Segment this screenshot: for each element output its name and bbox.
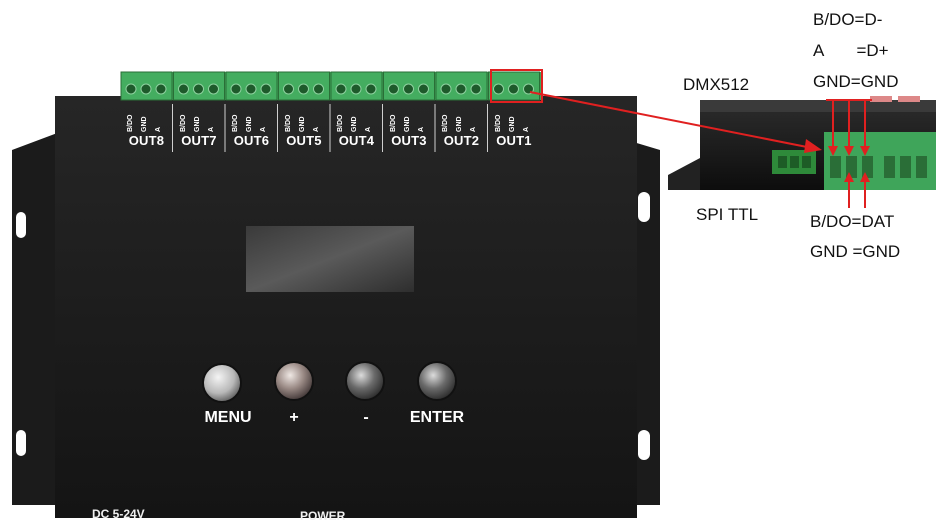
output-label-out4: OUT4 xyxy=(338,133,375,148)
terminal-screw xyxy=(508,83,519,95)
out1-highlight-box xyxy=(490,69,543,103)
terminal-screw xyxy=(283,83,294,95)
pin-label: GND xyxy=(193,116,201,132)
terminal-strip xyxy=(120,71,541,152)
dmx-pin-line-1: B/DO=D- xyxy=(813,10,883,29)
terminal-screw xyxy=(388,83,399,95)
terminal-screw xyxy=(140,83,152,95)
pin-label: GND xyxy=(456,116,463,132)
pin-label: A xyxy=(470,126,477,132)
pin-label: B/DO xyxy=(232,114,239,133)
enter-button-cap xyxy=(417,361,457,401)
enter-button-label: ENTER xyxy=(409,409,465,426)
pin-label: A xyxy=(207,126,215,132)
terminal-screw xyxy=(260,83,272,95)
terminal-screw xyxy=(335,83,347,95)
terminal-screw xyxy=(298,83,309,95)
device-case xyxy=(55,96,637,518)
terminal-screw xyxy=(208,83,219,95)
pin-labels: B/DO GND A xyxy=(489,108,540,133)
terminal-screw xyxy=(178,83,189,95)
pin-label: A xyxy=(417,126,425,132)
minus-button-cap xyxy=(345,361,385,401)
lcd-window xyxy=(246,226,414,292)
terminal-screw xyxy=(230,83,242,95)
pin-label: B/DO xyxy=(337,114,344,133)
pin-labels: B/DO GND A xyxy=(226,108,277,133)
dmx-pin-line-3: GND=GND xyxy=(813,72,899,91)
terminal-screw xyxy=(313,83,324,95)
pin-labels: B/DO GND A xyxy=(279,108,330,133)
terminal-screw xyxy=(245,83,257,95)
output-label-out1: OUT1 xyxy=(496,133,532,148)
output-label-out7: OUT7 xyxy=(181,133,217,148)
pin-label: A xyxy=(312,126,320,132)
plus-button-cap xyxy=(274,361,314,401)
pin-labels: B/DO GND A xyxy=(436,108,487,133)
terminal-screw xyxy=(470,83,482,95)
terminal-screw xyxy=(493,83,504,95)
pin-label: GND xyxy=(508,116,516,132)
pin-labels: B/DO GND A xyxy=(384,108,435,133)
minus-button-label: - xyxy=(363,409,369,426)
pin-label: GND xyxy=(403,116,411,132)
menu-button-label: MENU xyxy=(204,409,252,426)
pin-labels: B/DO GND A xyxy=(121,108,172,133)
pin-label: GND xyxy=(298,116,306,132)
pin-label: A xyxy=(155,126,162,132)
pin-labels: B/DO GND A xyxy=(331,108,382,133)
pin-label: A xyxy=(522,126,530,132)
spi-ttl-title: SPI TTL xyxy=(696,205,759,224)
red-arrows xyxy=(529,91,872,208)
terminal-screw xyxy=(155,83,167,95)
spi-pin-line-1: B/DO=DAT xyxy=(810,212,895,231)
pin-label: B/DO xyxy=(284,114,292,133)
pin-label: A xyxy=(260,126,267,132)
pin-label: GND xyxy=(141,116,148,132)
plus-button-label: + xyxy=(289,409,299,426)
pin-label: B/DO xyxy=(442,114,449,133)
output-label-out3: OUT3 xyxy=(391,133,427,148)
pin-label: A xyxy=(365,126,372,132)
power-label: POWER xyxy=(300,509,346,523)
pin-label: B/DO xyxy=(494,114,502,133)
terminal-screw xyxy=(440,83,452,95)
menu-button-cap xyxy=(202,363,242,403)
terminal-screw xyxy=(418,83,429,95)
dc-voltage-label: DC 5-24V xyxy=(92,507,145,521)
spi-pin-line-2: GND =GND xyxy=(810,242,901,261)
output-label-out6: OUT6 xyxy=(233,133,270,148)
output-label-out8: OUT8 xyxy=(128,133,165,148)
terminal-screw xyxy=(403,83,414,95)
pin-label: B/DO xyxy=(179,114,187,133)
terminal-screw xyxy=(125,83,137,95)
pin-label: GND xyxy=(351,116,358,132)
pin-label: B/DO xyxy=(127,114,134,133)
terminal-screw xyxy=(365,83,377,95)
output-label-out5: OUT5 xyxy=(286,133,322,148)
side-view-inset xyxy=(668,96,936,190)
terminal-screw xyxy=(193,83,204,95)
dmx512-title: DMX512 xyxy=(683,75,750,94)
dmx-pin-line-2: A =D+ xyxy=(813,41,889,60)
terminal-screw xyxy=(455,83,467,95)
output-label-out2: OUT2 xyxy=(443,133,480,148)
terminal-screw xyxy=(350,83,362,95)
pin-labels: B/DO GND A xyxy=(174,108,225,133)
pin-label: B/DO xyxy=(389,114,397,133)
pin-label: GND xyxy=(246,116,253,132)
